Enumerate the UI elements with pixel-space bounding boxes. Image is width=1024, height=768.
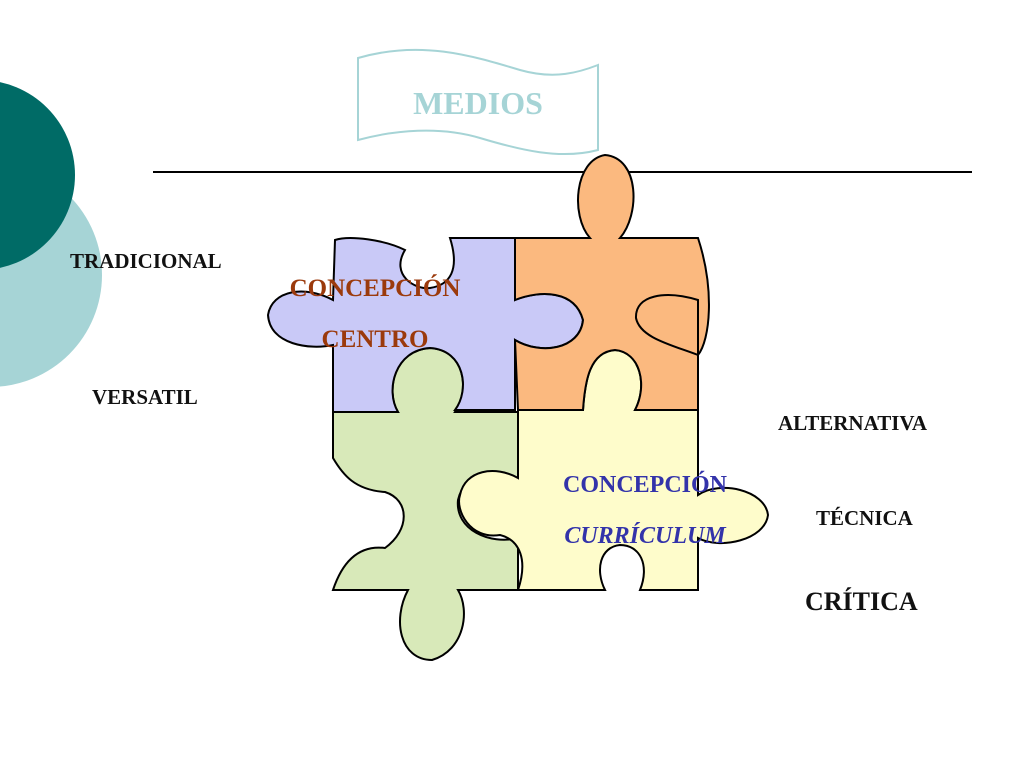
decorative-dark-circle (0, 82, 75, 268)
curriculum-label: CURRÍCULUM (564, 523, 727, 549)
puzzle-piece-orange (513, 153, 710, 411)
label-versatil: VERSATIL (92, 385, 198, 409)
centro-concepcion-label: CONCEPCIÓN (290, 274, 461, 302)
label-tecnica: TÉCNICA (816, 506, 914, 530)
title-banner (357, 48, 599, 156)
label-tradicional: TRADICIONAL (70, 249, 222, 273)
label-critica: CRÍTICA (805, 587, 918, 616)
curriculum-concepcion-label: CONCEPCIÓN (563, 471, 728, 498)
title-text: MEDIOS (413, 85, 543, 121)
label-alternativa: ALTERNATIVA (778, 411, 928, 435)
centro-label: CENTRO (322, 326, 429, 353)
